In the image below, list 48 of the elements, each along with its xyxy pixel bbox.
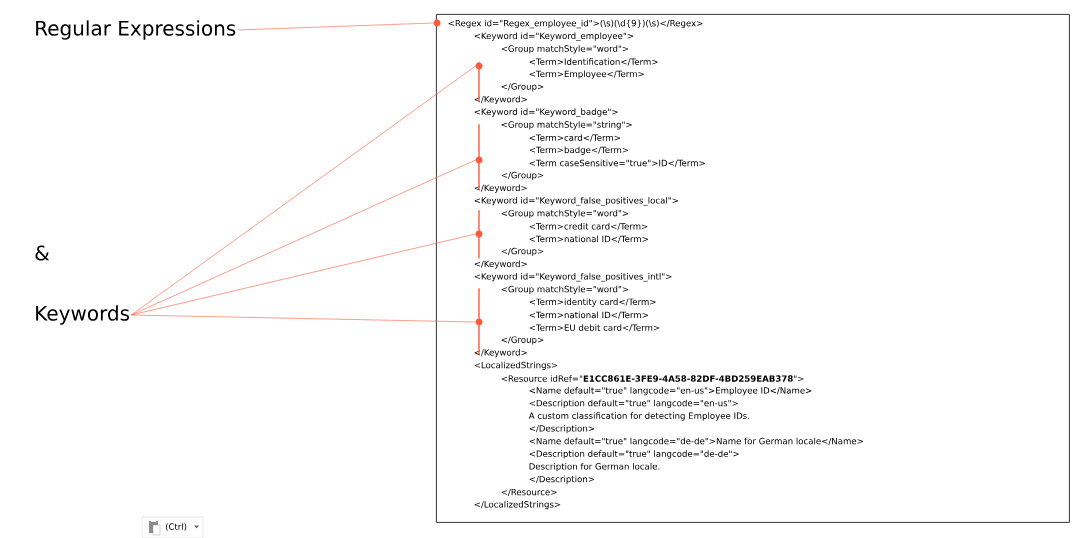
paste-options-button: (Ctrl) [141,516,204,538]
code-line: <Term>Employee</Term> [529,70,644,79]
code-line: <Name default="true" langcode="en-us">Employee ID</Name> [529,387,812,396]
code-line: <Term>identity card</Term> [529,298,656,307]
code-line: <Term caseSensitive="true">ID</Term> [529,159,705,167]
code-line: <Term>credit card</Term> [529,222,648,231]
leader-line [237,22,434,31]
code-line: </Keyword> [474,260,527,269]
code-line: <Keyword id="Keyword_false_positives_local"> [474,196,678,206]
leader-line [130,159,476,316]
code-line: <Name default="true" langcode="de-de">Name for German locale</Name> [529,437,863,446]
code-line: </LocalizedStrings> [474,500,561,510]
code-line: </Resource> [501,488,557,496]
code-line: <Keyword id="Keyword_false_positives_intl"> [474,272,672,282]
code-line: <Term>Identification</Term> [529,58,658,66]
code-line: <Term>EU debit card</Term> [529,324,660,332]
heading-text: Regular Expressions [36,20,236,40]
code-line: </Keyword> [474,349,527,358]
code-line: </Description> [529,424,595,434]
code-line: <Term>national ID</Term> [529,235,648,243]
code-line: <Resource idRef="E1CC861E-3FE9-4A58-82DF-4BD259EAB378"> [501,375,804,382]
code-line: <Regex id="Regex_employee_id">(\s)(\d{9})(\s)</Regex> [448,19,703,29]
code-line: </Group> [501,247,544,256]
leader-line [130,314,476,323]
code-line: <Keyword id="Keyword_badge"> [474,108,618,117]
code-line: Description for German locale. [529,462,660,472]
code-line: <Group matchStyle="word"> [501,285,629,294]
code-line: A custom classification for detecting Employee IDs. [528,412,749,421]
heading-text: Keywords [36,305,130,325]
code-line: </Keyword> [474,184,527,193]
code-line: <Keyword id="Keyword_employee"> [474,32,634,41]
leader-line [130,65,476,316]
code-line: <Term>badge</Term> [529,146,629,155]
code-line: <Group matchStyle="string"> [501,121,632,130]
code-line: <Group matchStyle="word"> [501,209,629,219]
code-line: </Group> [501,83,544,92]
code-line: <Description default="true" langcode="en-us"> [529,399,738,408]
code-line: <Term>card</Term> [529,134,621,142]
bracket-marker [475,210,483,259]
ampersand-text: & [35,245,50,261]
code-line: <Term>national ID</Term> [529,311,648,319]
code-line: </Description> [529,475,595,484]
code-line: <Description default="true" langcode="de-de"> [529,450,739,459]
code-line: </Keyword> [474,95,527,105]
code-line: </Group> [501,171,544,180]
code-line: </Group> [501,336,544,345]
code-line: <Group matchStyle="word"> [501,45,629,54]
code-line: <LocalizedStrings> [474,361,558,370]
